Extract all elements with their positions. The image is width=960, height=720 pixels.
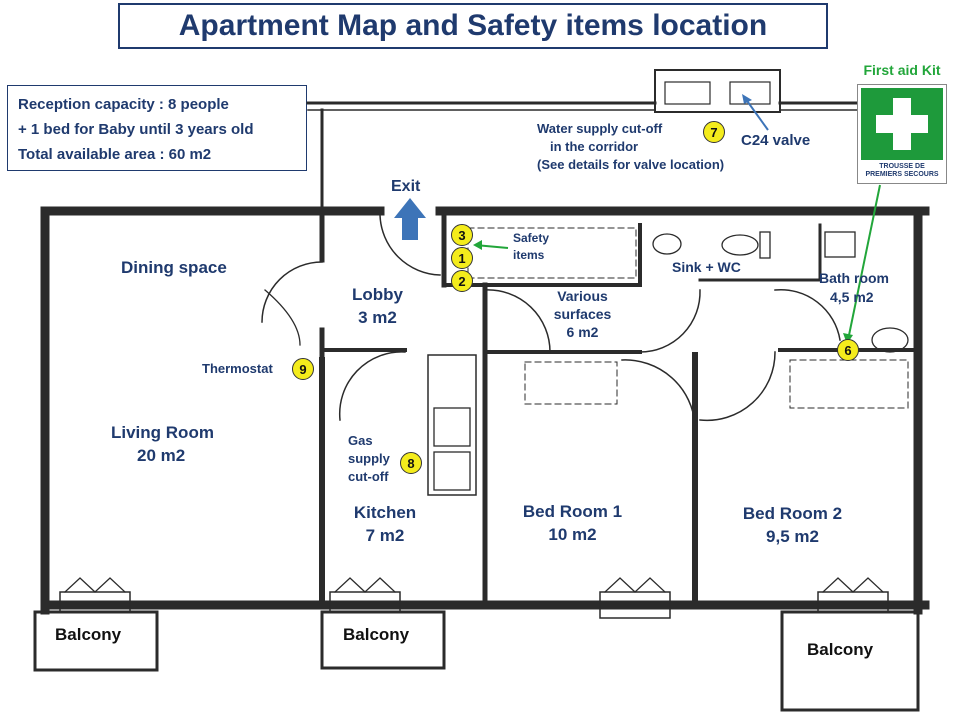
balcony-middle — [320, 610, 446, 670]
living-area: 20 m2 — [137, 446, 186, 465]
first-aid-title: First aid Kit — [863, 62, 941, 78]
first-aid-sign-line1: TROUSSE DE — [879, 163, 925, 170]
living-name: Living Room — [111, 423, 214, 442]
first-aid-sign: TROUSSE DE PREMIERS SECOURS — [857, 84, 947, 184]
badge-1: 1 — [451, 247, 473, 269]
info-capacity: Reception capacity : 8 people — [18, 96, 229, 113]
badge-8: 8 — [400, 452, 422, 474]
exit-arrow-icon — [394, 198, 426, 240]
badge-7: 7 — [703, 121, 725, 143]
info-baby-bed: + 1 bed for Baby until 3 years old — [18, 121, 254, 138]
lobby-area: 3 m2 — [358, 308, 397, 327]
safety-label-1: Safety — [513, 231, 550, 245]
door-various — [484, 289, 551, 353]
bath-area: 4,5 m2 — [830, 289, 874, 305]
dining-label: Dining space — [121, 258, 227, 277]
balcony-middle-label: Balcony — [343, 625, 410, 644]
various-name-2: surfaces — [553, 306, 612, 322]
info-box: Reception capacity : 8 people + 1 bed fo… — [7, 85, 307, 171]
thermostat-label: Thermostat — [202, 361, 273, 376]
valve-label: C24 valve — [741, 132, 811, 149]
water-cabinet — [654, 69, 781, 113]
lobby-name: Lobby — [352, 285, 403, 304]
badge-9: 9 — [292, 358, 314, 380]
first-aid-cross-icon — [861, 88, 943, 160]
gas-label-2: supply — [348, 451, 390, 466]
bed1-name: Bed Room 1 — [522, 502, 623, 521]
gas-label-3: cut-off — [348, 469, 389, 484]
bath-name: Bath room — [819, 270, 889, 286]
bed2-name: Bed Room 2 — [742, 504, 843, 523]
badge-6: 6 — [837, 339, 859, 361]
first-aid-sign-line2: PREMIERS SECOURS — [865, 171, 939, 178]
first-aid-sign-text: TROUSSE DE PREMIERS SECOURS — [858, 163, 946, 179]
safety-label-2: items — [513, 248, 545, 262]
info-total-area: Total available area : 60 m2 — [18, 146, 212, 163]
kitchen-stove — [433, 451, 471, 491]
bath-sink-fixture — [871, 327, 909, 353]
sink-wc-label: Sink + WC — [672, 259, 741, 275]
exit-label: Exit — [391, 178, 421, 195]
kitchen-counter — [427, 354, 477, 496]
various-area: 6 m2 — [566, 324, 599, 340]
kitchen-sink — [433, 407, 471, 447]
water-label-1: Water supply cut-off — [537, 121, 663, 136]
balcony-left — [33, 610, 159, 672]
water-label-3: (See details for valve location) — [537, 157, 725, 172]
badge-3: 3 — [451, 224, 473, 246]
balcony-left-label: Balcony — [55, 625, 122, 644]
door-bed1 — [621, 359, 696, 426]
kitchen-area: 7 m2 — [365, 526, 405, 545]
gas-label-1: Gas — [348, 433, 373, 448]
balcony-right — [780, 610, 920, 712]
various-name: Various — [557, 288, 608, 304]
badge-2: 2 — [451, 270, 473, 292]
page-title: Apartment Map and Safety items location — [178, 9, 768, 42]
door-kitchen — [338, 351, 406, 421]
title-box: Apartment Map and Safety items location — [118, 3, 828, 49]
valve-pointer — [744, 97, 769, 131]
various-cupboard — [467, 227, 637, 279]
bed1-area: 10 m2 — [548, 525, 597, 544]
wc-fixture — [721, 234, 759, 256]
first-aid-pointer — [847, 184, 881, 341]
bed2-area: 9,5 m2 — [766, 527, 819, 546]
door-bath — [774, 288, 841, 341]
kitchen-name: Kitchen — [353, 503, 417, 522]
sink-fixture — [652, 233, 682, 255]
water-label-2: in the corridor — [550, 139, 639, 154]
balcony-right-label: Balcony — [807, 640, 874, 659]
door-dining — [261, 261, 323, 323]
door-exit — [379, 214, 441, 276]
door-bed2 — [699, 351, 776, 422]
